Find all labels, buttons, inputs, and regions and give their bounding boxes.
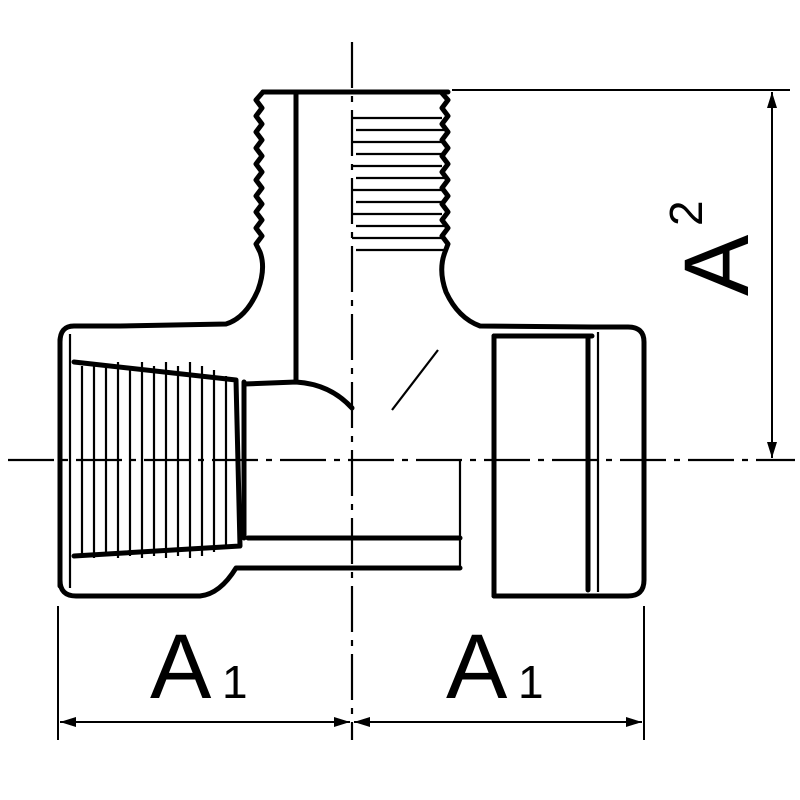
right-socket [491,324,647,599]
left-socket-thread-lines [80,362,228,558]
center-lines [8,42,795,740]
top-branch [117,89,595,385]
a1-right-arrow-start [354,717,370,727]
a2-label-sub: 2 [660,200,712,226]
dimension-a1 [57,606,645,740]
a1-right-arrow-end [626,717,642,727]
inner-bore-top [241,379,355,411]
a1-right-label: A 1 [446,616,544,718]
a1-right-label-main: A [446,616,508,718]
dimension-a2 [452,89,790,458]
a1-left-arrow-start [60,717,76,727]
left-socket-outline [57,323,463,599]
a1-left-arrow-end [334,717,350,727]
branch-intersection-line [391,349,439,411]
a1-right-label-sub: 1 [518,656,544,708]
a2-label-main: A [666,234,768,296]
a2-label: A 2 [660,200,768,296]
main-body [57,323,463,599]
left-socket-thread-envelope [71,359,243,559]
a2-arrow-bottom [767,442,777,458]
top-branch-thread-lines [352,116,446,252]
top-branch-left-thread-profile [117,89,266,329]
top-branch-right-thread-profile [438,89,595,330]
right-socket-outline [491,324,647,599]
a1-left-label: A 1 [150,616,248,718]
a2-arrow-top [767,92,777,108]
a1-left-label-main: A [150,616,212,718]
a1-left-label-sub: 1 [222,656,248,708]
